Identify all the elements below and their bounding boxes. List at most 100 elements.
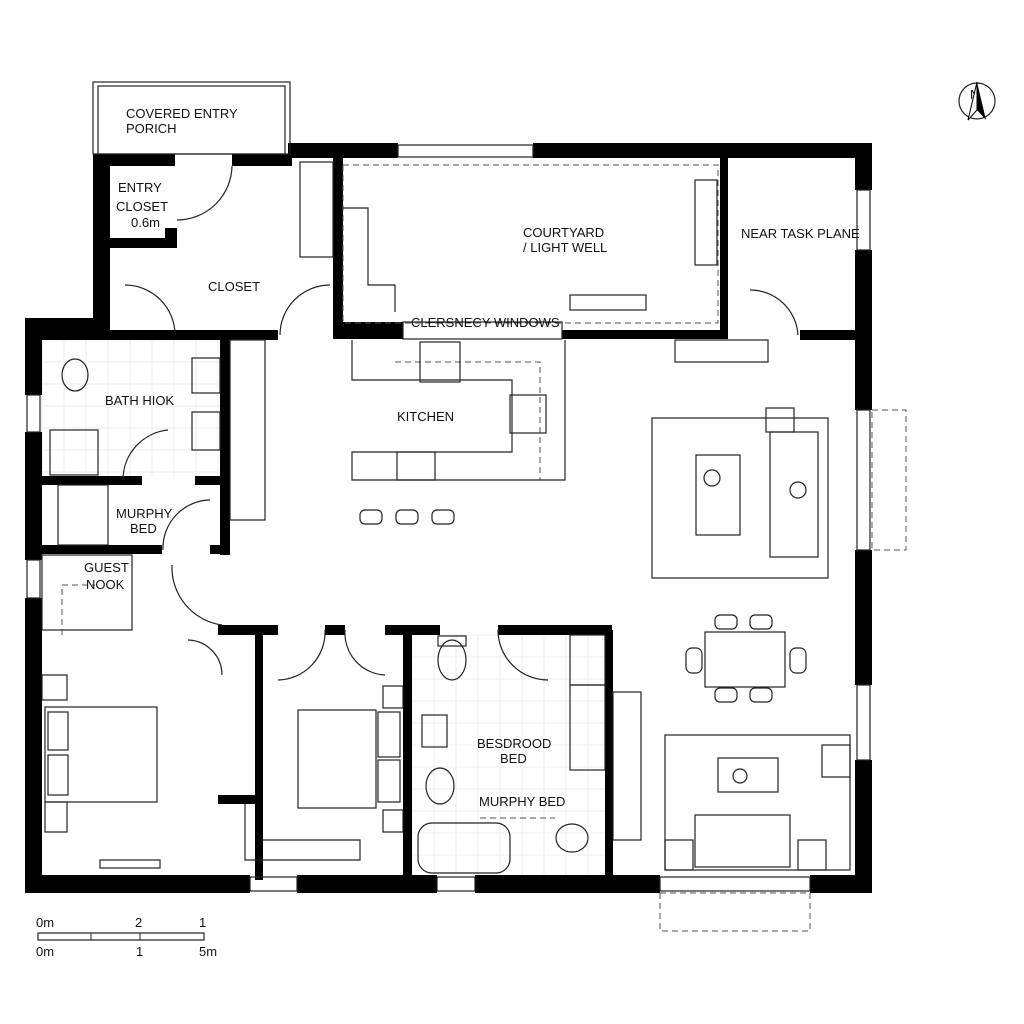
dashed-outline [659,892,811,932]
door-swing [171,564,223,626]
entry-closet-label: ENTRY [118,180,162,195]
toilet [437,639,467,681]
door-swing [497,629,549,681]
wall [25,318,42,395]
dashed-outline [342,164,719,324]
wall [218,795,263,804]
courtyard-label: COURTYARD [523,225,604,240]
wall [93,154,110,330]
wall [562,330,725,339]
furniture-piece [717,757,779,793]
wall [855,143,872,190]
wall [605,630,613,880]
furniture-piece [297,709,377,809]
window [659,876,811,892]
furniture-piece [382,809,404,833]
wall [42,476,142,485]
furniture-piece [419,341,461,383]
wall [288,143,398,158]
furniture-piece [509,394,547,434]
scale-label: 1 [136,944,143,959]
furniture-piece [41,554,133,631]
wall [333,154,343,339]
kitchen-counter [351,340,566,481]
wall [810,875,872,893]
murphy-bed-left-label: BED [130,521,157,536]
scale-label: 5m [199,944,217,959]
furniture-piece [191,411,221,451]
furniture-piece [382,685,404,709]
furniture-piece [99,859,161,869]
clerestory-label: CLERSNECY WINDOWS [411,315,560,330]
chair [714,687,738,703]
wall [855,760,872,893]
chair [431,509,455,525]
murphy-bed-left-label: MURPHY [116,506,173,521]
bedroom-label: BED [500,751,527,766]
door-swing [176,165,233,221]
furniture-piece [821,744,851,778]
toilet [555,823,589,853]
furniture-piece [694,814,791,868]
furniture-piece [664,734,851,871]
furniture-piece [377,711,401,758]
built-in-desk [244,804,361,861]
toilet [425,767,455,805]
north-arrow-right-half [977,82,986,120]
porch-label: COVERED ENTRY [126,106,238,121]
wall [93,154,175,166]
furniture-piece [651,417,829,579]
wall [110,238,177,248]
kitchen-label: KITCHEN [397,409,454,424]
furniture-piece [765,407,795,433]
scale-label: 1 [199,915,206,930]
wall [800,330,860,340]
furniture-piece [674,339,769,363]
furniture-piece [377,759,401,803]
wall [720,154,728,339]
window [402,321,563,340]
furniture-piece [612,691,642,841]
wall [475,875,660,893]
decor-circle [703,469,721,487]
wall [195,476,225,485]
furniture-piece [704,631,786,688]
guest-nook-dashed-outline [61,584,95,635]
window [97,85,286,155]
furniture-piece [569,294,647,311]
wall [325,625,345,635]
furniture-piece [694,179,718,266]
door-swings [122,165,799,681]
furniture-piece [44,706,158,803]
door-swing [279,284,331,336]
door-swing [749,289,799,336]
wall [333,322,403,339]
window [856,189,871,251]
entry-closet-label: CLOSET [116,199,168,214]
wall [42,545,162,554]
scale-label: 2 [135,915,142,930]
porch-label: PORICH [126,121,177,136]
furniture-piece [47,754,69,796]
decor-circle [732,768,748,784]
door-swing [124,284,176,336]
scale-label: 0m [36,944,54,959]
furniture-piece [229,339,266,521]
chair [359,509,383,525]
furniture-piece [191,357,221,394]
wall [255,630,263,880]
furniture-piece [664,839,694,871]
north-arrow-icon: N [958,81,996,121]
wall [210,545,225,554]
furniture-piece [695,454,741,536]
chair [749,614,773,630]
bathtub [417,822,511,874]
window [249,876,298,892]
near-task-plane-label: NEAR TASK PLANE [741,226,860,241]
furniture-piece [299,161,334,258]
door-swing [122,429,169,481]
wall [25,318,110,330]
window [26,559,41,599]
guest-nook-label: GUEST [84,560,129,575]
furniture-piece [47,711,69,751]
